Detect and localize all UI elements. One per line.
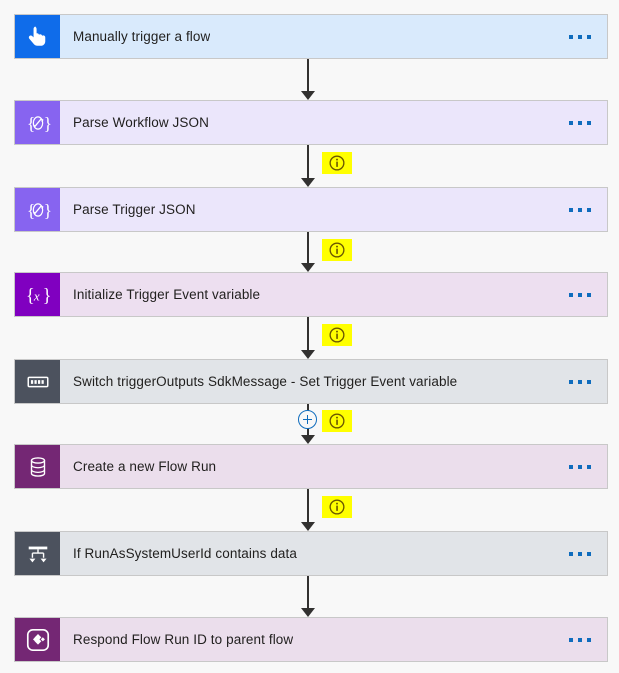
connector-3-to-4 <box>0 317 619 359</box>
connector-0-to-1 <box>0 59 619 100</box>
more-options-icon[interactable] <box>567 632 593 648</box>
connector-line <box>307 317 309 350</box>
connector-line <box>307 232 309 263</box>
more-options-icon[interactable] <box>567 115 593 131</box>
connector-line <box>307 489 309 522</box>
dot <box>569 34 573 39</box>
dot <box>569 637 573 642</box>
flow-step-body: Manually trigger a flow <box>60 15 607 58</box>
dot <box>578 34 582 39</box>
more-options-icon[interactable] <box>567 202 593 218</box>
flow-step-card[interactable]: Switch triggerOutputs SdkMessage - Set T… <box>14 359 608 404</box>
parse-json-icon <box>15 188 60 231</box>
flow-step-title: Create a new Flow Run <box>73 459 217 474</box>
info-icon <box>328 326 346 344</box>
flow-step-card[interactable]: If RunAsSystemUserId contains data <box>14 531 608 576</box>
variable-icon <box>15 273 60 316</box>
dot <box>578 379 582 384</box>
connector-arrowhead <box>301 263 315 272</box>
info-badge[interactable] <box>322 239 352 261</box>
connector-arrowhead <box>301 522 315 531</box>
dot <box>578 292 582 297</box>
more-options-icon[interactable] <box>567 29 593 45</box>
flow-step-body: Initialize Trigger Event variable <box>60 273 607 316</box>
flow-step-title: Respond Flow Run ID to parent flow <box>73 632 294 647</box>
power-automate-icon <box>15 618 60 661</box>
dot <box>587 637 591 642</box>
dot <box>587 379 591 384</box>
tap-finger-icon <box>15 15 60 58</box>
add-step-button[interactable] <box>298 410 317 429</box>
flow-step-title: Manually trigger a flow <box>73 29 211 44</box>
dot <box>587 34 591 39</box>
flow-step-body: Create a new Flow Run <box>60 445 607 488</box>
flow-step-card[interactable]: Parse Trigger JSON <box>14 187 608 232</box>
flow-step-card[interactable]: Parse Workflow JSON <box>14 100 608 145</box>
dot <box>587 292 591 297</box>
flow-step-card[interactable]: Initialize Trigger Event variable <box>14 272 608 317</box>
connector-arrowhead <box>301 608 315 617</box>
parse-json-icon <box>15 101 60 144</box>
connector-line <box>307 59 309 91</box>
flow-step-body: Respond Flow Run ID to parent flow <box>60 618 607 661</box>
flow-step-title: If RunAsSystemUserId contains data <box>73 546 298 561</box>
condition-icon <box>15 532 60 575</box>
more-options-icon[interactable] <box>567 287 593 303</box>
info-badge[interactable] <box>322 152 352 174</box>
connector-arrowhead <box>301 178 315 187</box>
more-options-icon[interactable] <box>567 374 593 390</box>
connector-arrowhead <box>301 435 315 444</box>
connector-line <box>307 145 309 178</box>
flow-step-card[interactable]: Respond Flow Run ID to parent flow <box>14 617 608 662</box>
connector-2-to-3 <box>0 232 619 272</box>
connector-1-to-2 <box>0 145 619 187</box>
connector-line <box>307 576 309 608</box>
info-icon <box>328 241 346 259</box>
dot <box>578 637 582 642</box>
flow-step-body: Parse Workflow JSON <box>60 101 607 144</box>
dot <box>569 292 573 297</box>
more-options-icon[interactable] <box>567 546 593 562</box>
info-icon <box>328 498 346 516</box>
flow-step-title: Initialize Trigger Event variable <box>73 287 261 302</box>
flow-step-body: If RunAsSystemUserId contains data <box>60 532 607 575</box>
flow-step-body: Parse Trigger JSON <box>60 188 607 231</box>
flow-step-title: Parse Trigger JSON <box>73 202 196 217</box>
dot <box>587 464 591 469</box>
dot <box>578 464 582 469</box>
connector-6-to-7 <box>0 576 619 617</box>
info-icon <box>328 154 346 172</box>
connector-5-to-6 <box>0 489 619 531</box>
connector-arrowhead <box>301 350 315 359</box>
database-icon <box>15 445 60 488</box>
flow-step-card[interactable]: Create a new Flow Run <box>14 444 608 489</box>
flow-step-card[interactable]: Manually trigger a flow <box>14 14 608 59</box>
info-icon <box>328 412 346 430</box>
dot <box>578 551 582 556</box>
flow-step-body: Switch triggerOutputs SdkMessage - Set T… <box>60 360 607 403</box>
flow-step-title: Parse Workflow JSON <box>73 115 209 130</box>
dot <box>569 379 573 384</box>
dot <box>569 207 573 212</box>
dot <box>578 207 582 212</box>
dot <box>587 120 591 125</box>
more-options-icon[interactable] <box>567 459 593 475</box>
info-badge[interactable] <box>322 496 352 518</box>
info-badge[interactable] <box>322 324 352 346</box>
dot <box>587 551 591 556</box>
dot <box>569 551 573 556</box>
connector-arrowhead <box>301 91 315 100</box>
dot <box>587 207 591 212</box>
dot <box>569 464 573 469</box>
flow-step-title: Switch triggerOutputs SdkMessage - Set T… <box>73 374 458 389</box>
dot <box>578 120 582 125</box>
dot <box>569 120 573 125</box>
info-badge[interactable] <box>322 410 352 432</box>
switch-icon <box>15 360 60 403</box>
